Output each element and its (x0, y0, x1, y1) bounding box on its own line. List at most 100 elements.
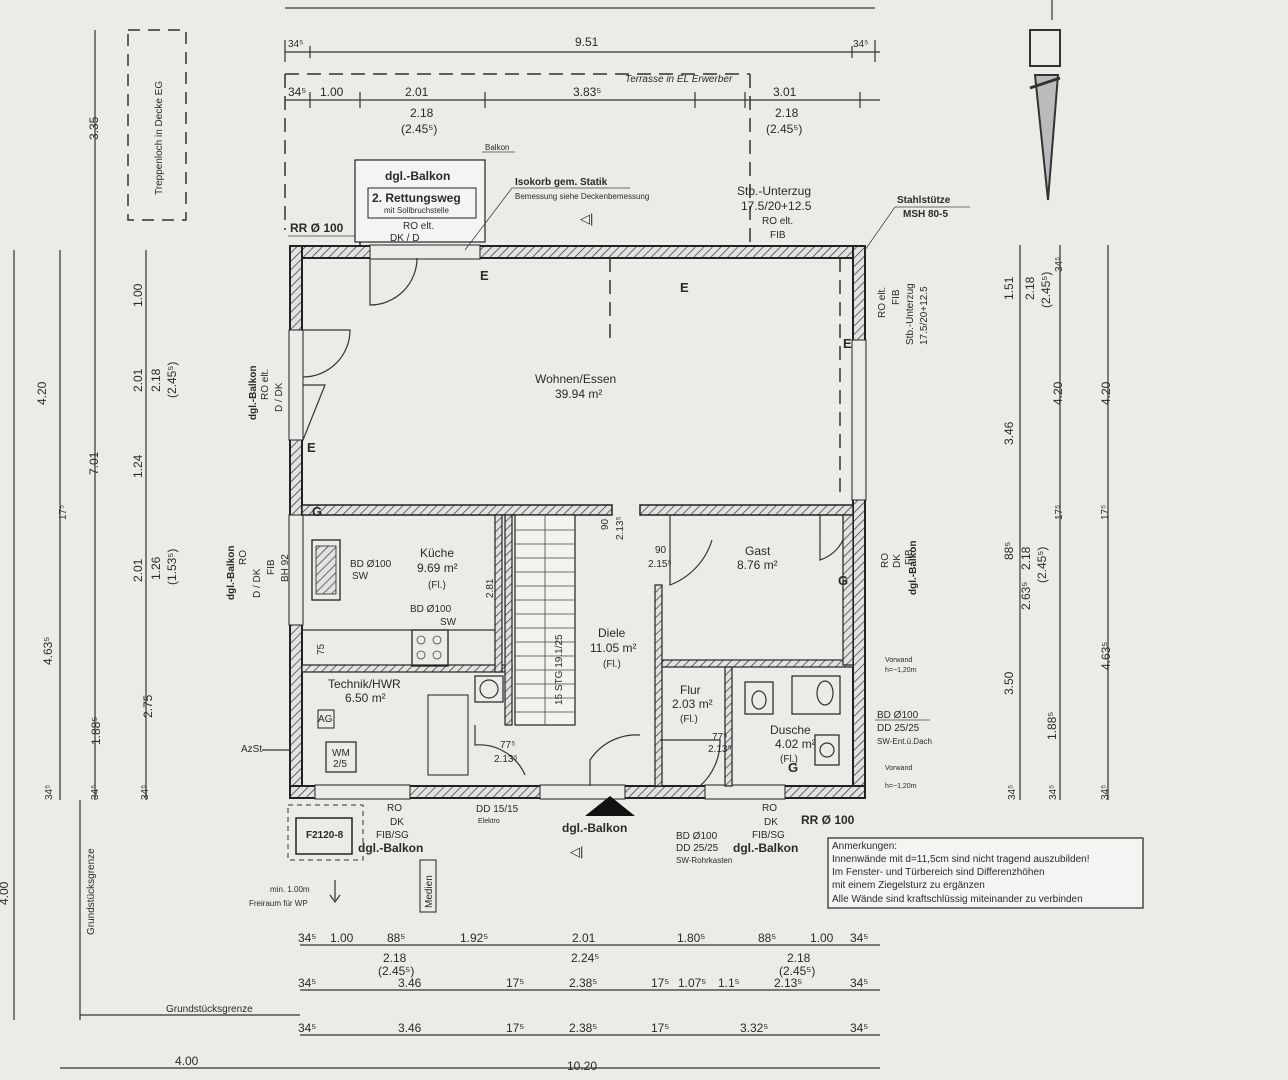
wp-note-1: Freiraum für WP (249, 899, 308, 908)
dim-row2-sub-0: 2.18 (410, 106, 434, 120)
dim-left-11: 3.35 (87, 116, 101, 140)
room-note-flur: (Fl.) (680, 714, 698, 725)
room-note-kueche: (Fl.) (428, 580, 446, 591)
left-balkon-1-2: D / DK (274, 382, 285, 412)
bl-window-1: DK (390, 817, 404, 828)
balkon-label: Balkon (485, 143, 509, 152)
unterzug-top-1: 17.5/20+12.5 (741, 199, 812, 213)
left-balkon-1-0: dgl.-Balkon (248, 366, 259, 420)
bd-right-2: SW-Ent.ü.Dach (877, 737, 932, 746)
dim-b1-sub-0: 2.18 (383, 951, 407, 965)
rr-top-label: RR Ø 100 (290, 221, 344, 235)
dim-row2-sub-2: 2.18 (775, 106, 799, 120)
dim-b2-6: 1.1⁵ (718, 976, 740, 990)
dim-right-4: 88⁵ (1002, 542, 1016, 560)
vorwand-0: Vorwand (885, 657, 912, 664)
kitchen-bd-1: SW (352, 571, 369, 582)
room-note-dusche: (Fl.) (780, 754, 798, 765)
right-balkon-1: RO (880, 553, 891, 568)
room-area-flur: 2.03 m² (672, 697, 713, 711)
rooms: Wohnen/Essen 39.94 m² Küche 9.69 m² (Fl.… (328, 372, 816, 765)
e-mark-2: E (843, 336, 852, 351)
e-mark-3: E (307, 440, 316, 455)
g-mark-2: G (788, 760, 798, 775)
dim-top-left-edge: 34⁵ (288, 39, 303, 50)
wm-label-0: WM (332, 748, 350, 759)
dim-b3-1: 3.46 (398, 1021, 422, 1035)
dim-row2-sub-3: (2.45⁵) (766, 122, 802, 136)
notes-title: Anmerkungen: (832, 841, 897, 852)
left-dimensions: 4.20 7.01 1.24 2.01 1.26 (1.53⁵) 2.75 1.… (0, 30, 179, 1020)
ag-label: AG (318, 714, 333, 725)
isokorb-label: Isokorb gem. Statik (515, 177, 608, 188)
dim-overall-bottom: 10.20 (567, 1059, 597, 1073)
unterzug-top-2: RO elt. (762, 216, 793, 227)
f2120-label: F2120-8 (306, 830, 344, 841)
unterzug-top-3: FIB (770, 230, 786, 241)
terrace-label: Terrasse in EL Erwerber (625, 74, 733, 85)
markers: E E E E G G G (307, 268, 852, 775)
unterzug-right-0: Stb.-Unterzug (905, 283, 916, 345)
dim-left-16: 34⁵ (140, 785, 151, 800)
notes-box: Anmerkungen: Innenwände mit d=11,5cm sin… (827, 837, 1144, 909)
notes-line-0: Innenwände mit d=11,5cm sind nicht trage… (832, 854, 1089, 865)
entrance-door-icon: ◁| (570, 844, 583, 859)
left-balkon-2-3: FIB (266, 559, 277, 575)
room-area-wohnen: 39.94 m² (555, 387, 602, 401)
doors (302, 257, 844, 787)
room-area-technik: 6.50 m² (345, 691, 386, 705)
medien-label: Medien (424, 875, 435, 908)
bottom-left-outline (287, 804, 364, 861)
dim-b1-2: 88⁵ (387, 931, 405, 945)
dim-b2-5: 1.07⁵ (678, 976, 706, 990)
dim-row2-sub-1: (2.45⁵) (401, 122, 437, 136)
dim-b1-sub-2: 2.24⁵ (571, 951, 599, 965)
isokorb-note: Isokorb gem. Statik Bemessung siehe Deck… (464, 177, 649, 251)
azst-label: AzSt (241, 744, 262, 755)
room-name-kueche: Küche (420, 546, 454, 560)
dim-left-12: 4.63⁵ (41, 637, 55, 665)
wp-note-0: min. 1.00m (270, 885, 310, 894)
dim-213a: 2.13⁵ (494, 754, 518, 765)
left-balkon-1-1: RO elt. (260, 369, 271, 400)
left-balkon-2-2: D / DK (252, 568, 263, 598)
bd-right-1: DD 25/25 (877, 723, 920, 734)
dim-left-2: 1.24 (131, 454, 145, 478)
vorwand-1: h=~1,20m (885, 667, 917, 674)
dim-plot-left: 4.00 (175, 1054, 199, 1068)
wm-label-1: 2/5 (333, 759, 347, 770)
e-mark-0: E (480, 268, 489, 283)
balcony-box-1: 2. Rettungsweg (372, 191, 461, 205)
room-area-dusche: 4.02 m² (775, 737, 816, 751)
bd-bottom-0: BD Ø100 (676, 831, 718, 842)
dim-90b: 90 (655, 545, 667, 556)
dim-90: 90 (600, 518, 611, 530)
bl-window-2: FIB/SG (376, 830, 409, 841)
dim-right-15: 34⁵ (1100, 785, 1111, 800)
dim-b1-5: 1.80⁵ (677, 931, 705, 945)
dim-right-0: 1.51 (1002, 276, 1016, 300)
dim-right-10: 4.20 (1051, 381, 1065, 405)
isokorb-sub: Bemessung siehe Deckenbemessung (515, 192, 649, 201)
balcony-box-0: dgl.-Balkon (385, 169, 450, 183)
right-balkon-0: dgl.-Balkon (908, 541, 919, 595)
dim-right-14: 34⁵ (1048, 785, 1059, 800)
g-mark-1: G (838, 573, 848, 588)
dim-b1-6: 88⁵ (758, 931, 776, 945)
dim-left-9: 2.18 (149, 368, 163, 392)
br-window-0: RO (762, 803, 777, 814)
dim-77b: 77⁵ (712, 732, 727, 743)
dim-left-17: 17⁵ (58, 505, 69, 520)
vorwand-2: Vorwand (885, 765, 912, 772)
top-dimensions: 9.51 34⁵ 34⁵ Terrasse in EL Erwerber 34⁵… (284, 7, 880, 245)
dim-b3-3: 2.38⁵ (569, 1021, 597, 1035)
bottom-dimensions: 34⁵ 1.00 88⁵ 1.92⁵ 2.01 1.80⁵ 88⁵ 1.00 3… (60, 931, 880, 1073)
stahlstuetze-note: Stahlstütze MSH 80-5 (864, 195, 970, 251)
bd-bottom-2: SW-Rohrkasten (676, 856, 732, 865)
unterzug-right-3: FIB (891, 289, 902, 305)
isokorb-arrow-icon: ◁| (580, 211, 593, 226)
dim-left-3: 2.01 (131, 558, 145, 582)
notes-line-3: Alle Wände sind kraftschlüssig miteinand… (832, 894, 1083, 905)
dim-right-16: 34⁵ (1054, 257, 1065, 272)
dim-overall-top: 9.51 (575, 35, 599, 49)
